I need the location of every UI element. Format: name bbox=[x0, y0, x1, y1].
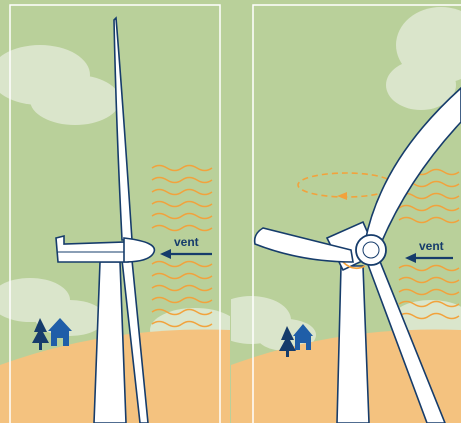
wind-arrow-icon bbox=[160, 249, 212, 259]
blade-upper bbox=[113, 16, 133, 241]
panel-frame bbox=[9, 4, 221, 423]
blade-left bbox=[253, 227, 354, 263]
tree-icon bbox=[279, 326, 296, 357]
tree-icon bbox=[32, 318, 49, 350]
turbine-stopped-diagram: vent bbox=[0, 0, 230, 423]
tower bbox=[336, 265, 370, 423]
wind-label: vent bbox=[174, 235, 199, 249]
panel-turbine-rotating: vent bbox=[231, 0, 461, 423]
wind-waves bbox=[151, 164, 213, 328]
panel-frame bbox=[252, 4, 461, 423]
turbine-rotating-diagram: vent bbox=[231, 0, 461, 423]
hub bbox=[355, 234, 387, 266]
wind-label: vent bbox=[419, 239, 444, 253]
house-icon bbox=[48, 318, 72, 346]
wind-arrow-icon bbox=[405, 253, 453, 263]
house-icon bbox=[293, 324, 313, 350]
panel-turbine-stopped: vent bbox=[0, 0, 230, 423]
tower bbox=[93, 261, 127, 423]
blade-up bbox=[364, 86, 461, 250]
hub-spinner bbox=[123, 237, 156, 263]
